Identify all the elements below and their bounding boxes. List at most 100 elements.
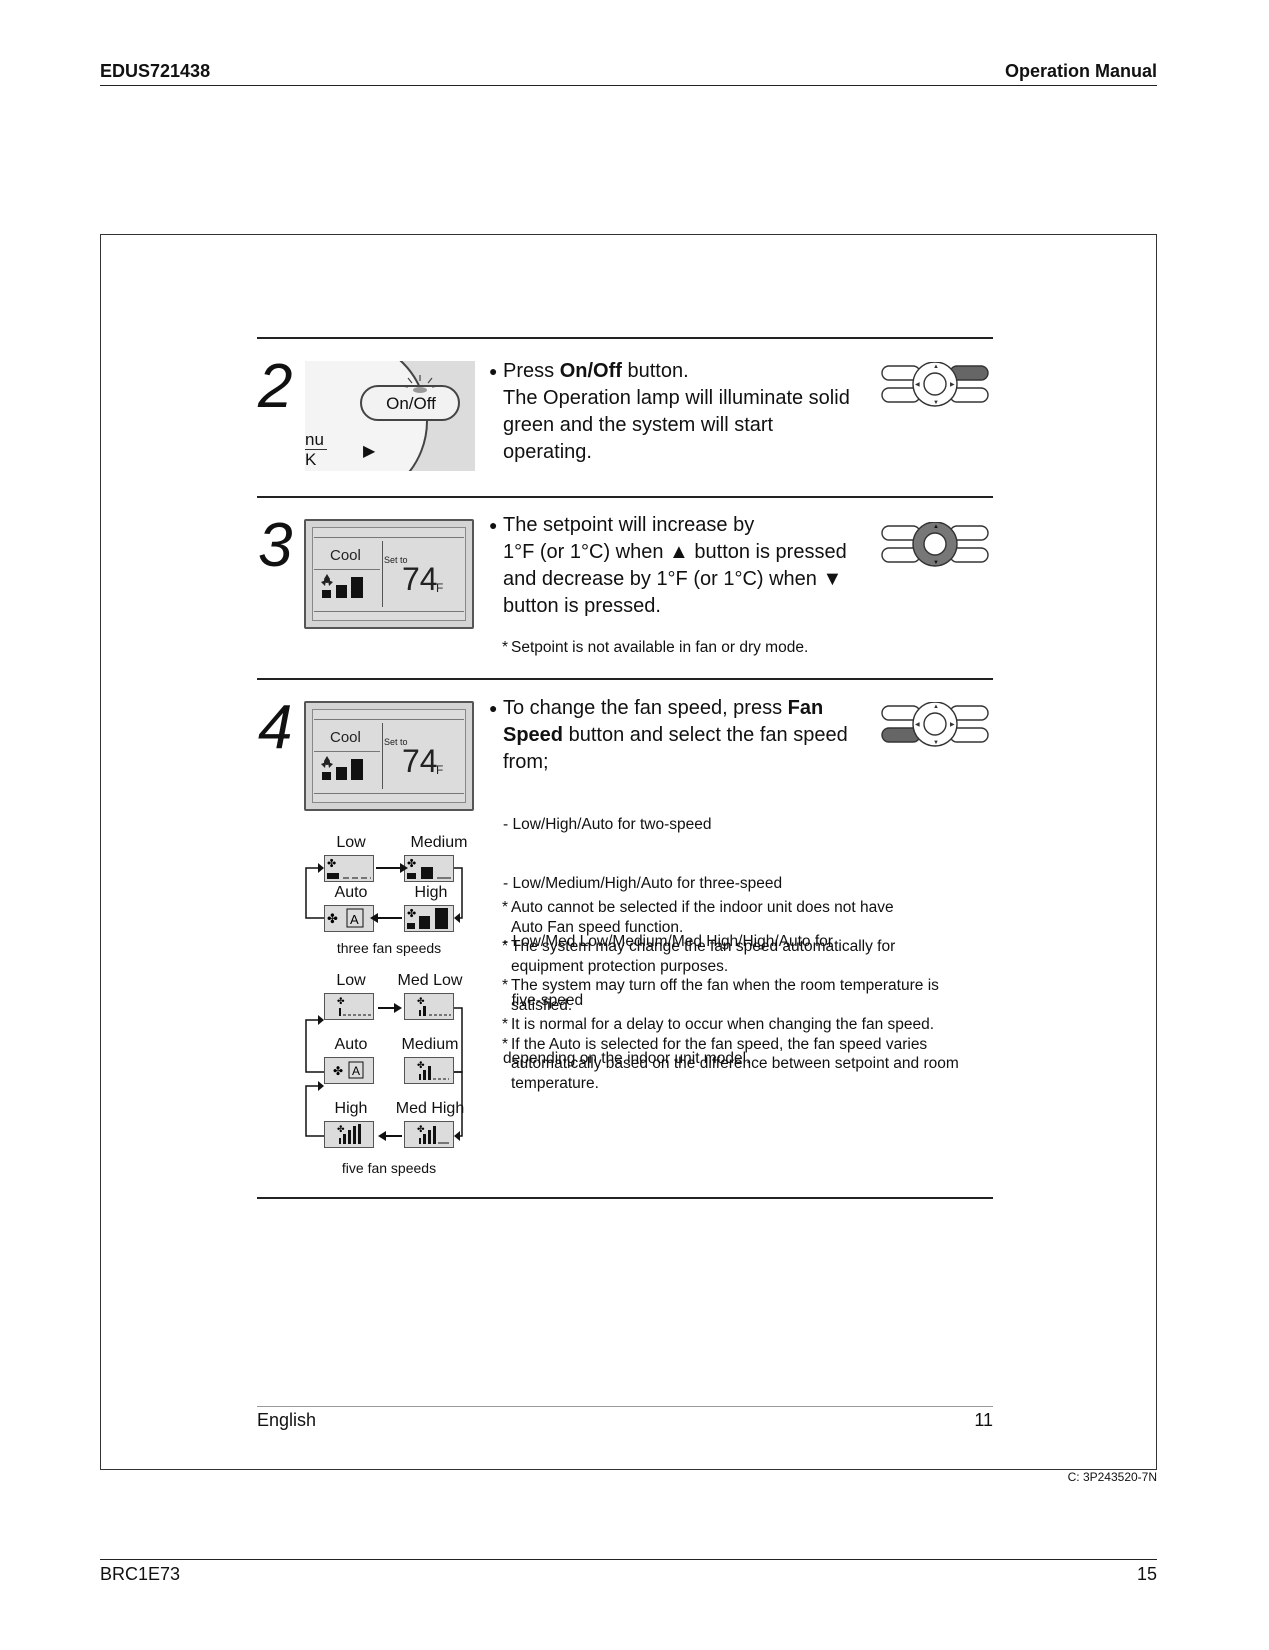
menu-partial-label: nu: [305, 430, 324, 449]
svg-text:▶: ▶: [950, 382, 955, 388]
fan-cycle-arrows: [305, 1003, 463, 1141]
lamp-glow-icon: [401, 375, 439, 393]
menu-divider: [305, 449, 327, 450]
step3-text: ● The setpoint will increase by 1°F (or …: [489, 514, 847, 617]
setto-label: Set to: [384, 737, 408, 747]
onoff-button[interactable]: [360, 385, 460, 421]
page-frame: [100, 234, 1157, 1470]
section-rule: [257, 1197, 993, 1199]
fan-bold: Fan: [787, 697, 824, 719]
doc-title: Operation Manual: [1004, 61, 1157, 81]
svg-text:✤: ✤: [417, 1124, 425, 1134]
fan-label-low: Low: [336, 972, 366, 989]
svg-text:✤: ✤: [333, 1064, 343, 1078]
bullet-icon: ●: [489, 517, 498, 533]
svg-text:✤: ✤: [417, 996, 425, 1006]
fan-med-high-icon: ✤: [404, 1121, 454, 1148]
remote-control-icon: ▲ ▼ ◀ ▶: [881, 702, 989, 747]
fan-high-icon: ✤: [324, 1121, 374, 1148]
fan-label-medium: Medium: [410, 834, 468, 851]
svg-text:▶: ▶: [950, 722, 955, 728]
svg-text:✤: ✤: [417, 1060, 425, 1070]
footer-language: English: [257, 1410, 317, 1430]
page-number: 15: [1136, 1564, 1157, 1584]
step4-notes: * Auto cannot be selected if the indoor …: [502, 898, 991, 1093]
model-number: BRC1E73: [100, 1564, 181, 1584]
fan-medium-icon: ✤: [404, 1057, 454, 1084]
svg-text:◀: ◀: [915, 382, 920, 388]
svg-text:✤: ✤: [327, 858, 336, 870]
remote-control-icon: ▲ ▼ ◀ ▶: [881, 362, 989, 407]
onoff-illustration: On/Off nu K ▶: [305, 361, 475, 471]
setto-label: Set to: [384, 555, 408, 565]
fan-label-high: High: [334, 1100, 368, 1117]
list-item: five-speed: [503, 991, 584, 1009]
svg-text:✤: ✤: [407, 908, 416, 920]
doc-id: EDUS721438: [100, 61, 211, 81]
temperature-unit: F: [436, 763, 444, 777]
section-rule: [257, 678, 993, 680]
auto-fan-icon: ✤A: [324, 1057, 374, 1084]
mode-label: Cool: [330, 547, 361, 564]
svg-text:▼: ▼: [933, 560, 939, 566]
ok-partial-label: K: [305, 450, 317, 469]
fan-label-low: Low: [336, 834, 366, 851]
fan-label-med-high: Med High: [395, 1100, 465, 1117]
fan-options-list: - Low/High/Auto for two-speed - Low/Medi…: [503, 776, 883, 1088]
fan-low-icon: ✤: [324, 993, 374, 1020]
fan-label-auto: Auto: [334, 1036, 368, 1053]
lcd-display: Cool Set to 74 F: [304, 519, 474, 629]
fan-label-auto: Auto: [334, 884, 368, 901]
fan-high-icon: [321, 574, 363, 598]
onoff-label: On/Off: [386, 394, 436, 413]
header-rule: [100, 85, 1157, 86]
footer-rule: [257, 1406, 993, 1407]
note-item: * Auto cannot be selected if the indoor …: [502, 899, 894, 936]
bullet-icon: ●: [489, 700, 498, 716]
temperature-value: 74: [402, 561, 438, 597]
lcd-display: Cool Set to 74 F: [304, 701, 474, 811]
svg-text:✤: ✤: [337, 996, 345, 1006]
svg-text:A: A: [350, 912, 359, 927]
fan-cycle-arrows: [305, 863, 463, 923]
svg-text:✤: ✤: [407, 858, 416, 870]
note-item: * The system may change the fan speed au…: [502, 938, 896, 975]
svg-text:◀: ◀: [915, 722, 920, 728]
fan-label-high: High: [414, 884, 448, 901]
svg-text:A: A: [352, 1064, 360, 1078]
note-item: * If the Auto is selected for the fan sp…: [502, 1035, 959, 1092]
bottom-rule: [100, 1559, 1157, 1560]
step2-text: ● Press On/Off button. The Operation lam…: [489, 360, 850, 463]
fan-med-low-icon: ✤: [404, 993, 454, 1020]
section-rule: [257, 496, 993, 498]
bullet-icon: ●: [489, 363, 498, 379]
list-item: - Low/Med Low/Medium/Med High/High/Auto …: [503, 933, 833, 950]
svg-text:▲: ▲: [933, 364, 939, 370]
temperature-value: 74: [402, 743, 438, 779]
fan-high-icon: ✤: [404, 905, 454, 932]
svg-text:▲: ▲: [933, 704, 939, 710]
step4-text: ● To change the fan speed, press Fan Spe…: [489, 697, 848, 773]
list-item: - Low/Medium/High/Auto for three-speed: [503, 874, 783, 892]
step-number: 3: [258, 511, 293, 580]
fan-label-med-low: Med Low: [397, 972, 463, 989]
svg-text:▼: ▼: [933, 740, 939, 746]
five-speeds-caption: five fan speeds: [341, 1160, 437, 1176]
mode-label: Cool: [330, 729, 361, 746]
auto-fan-icon: ✤A: [324, 905, 374, 932]
step3-note: * Setpoint is not available in fan or dr…: [502, 639, 809, 656]
onoff-bold: On/Off: [559, 360, 622, 382]
svg-text:✤: ✤: [327, 911, 338, 926]
note-item: * The system may turn off the fan when t…: [502, 977, 939, 1014]
svg-text:✤: ✤: [337, 1124, 345, 1134]
list-item: - Low/High/Auto for two-speed: [503, 816, 712, 833]
fan-high-icon: [321, 756, 363, 780]
step-number: 2: [258, 352, 293, 421]
fan-label-medium: Medium: [401, 1036, 459, 1053]
section-rule: [257, 337, 993, 339]
speed-bold: Speed: [503, 724, 564, 746]
svg-text:▲: ▲: [933, 524, 939, 530]
svg-text:▼: ▼: [933, 400, 939, 406]
footer-page: 11: [974, 1410, 993, 1430]
right-arrow-icon: ▶: [363, 443, 376, 460]
